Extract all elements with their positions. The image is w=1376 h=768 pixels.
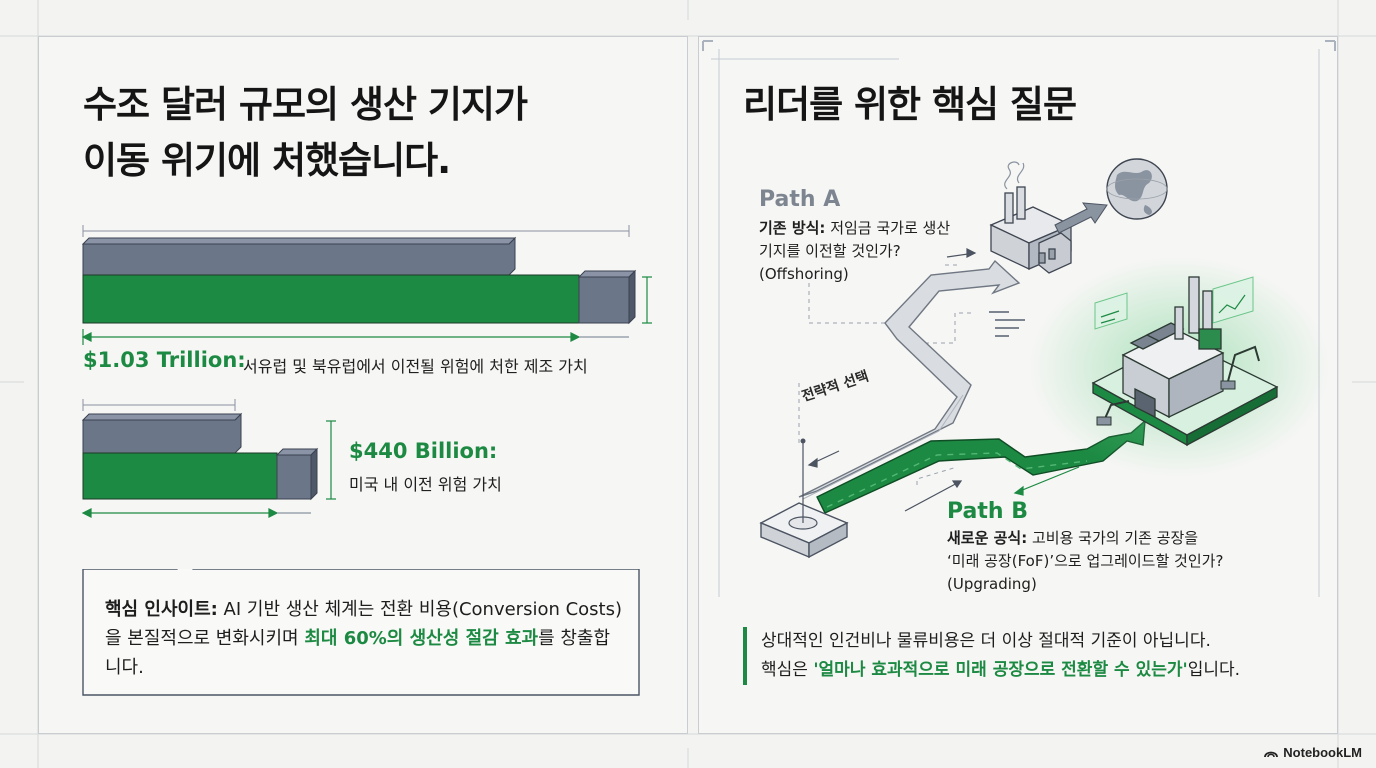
stat2-value: $440 Billion: (349, 439, 498, 463)
path-a-title: Path A (759, 187, 841, 212)
conclusion-highlight: '얼마나 효과적으로 미래 공장으로 전환할 수 있는가' (813, 660, 1188, 680)
conclusion-callout: 상대적인 인건비나 물류비용은 더 이상 절대적 기준이 아닙니다. 핵심은 '… (743, 627, 1323, 685)
path-a-line2: 기지를 이전할 것인가? (759, 242, 901, 260)
insight-tail: 를 창출합니다. (105, 628, 611, 678)
brand-name: NotebookLM (1283, 745, 1362, 760)
stat1-description: 서유럽 및 북유럽에서 이전될 위험에 처한 제조 가치 (243, 357, 588, 376)
path-b-title: Path B (947, 499, 1028, 524)
trillion-bar-graphic (81, 225, 652, 345)
insight-text: 핵심 인사이트: AI 기반 생산 체계는 전환 비용(Conversion C… (105, 595, 625, 682)
right-panel: 리더를 위한 핵심 질문 (698, 36, 1338, 734)
path-a-line3: (Offshoring) (759, 265, 849, 283)
left-title-line1: 수조 달러 규모의 생산 기지가 (83, 83, 528, 126)
path-a-text: 기존 방식: 저임금 국가로 생산 기지를 이전할 것인가? (Offshori… (759, 217, 950, 286)
conclusion-line2-start: 핵심은 (761, 660, 814, 680)
insight-callout-frame (82, 569, 640, 696)
conclusion-line1: 상대적인 인건비나 물류비용은 더 이상 절대적 기준이 아닙니다. (761, 631, 1211, 651)
insight-label: 핵심 인사이트: (105, 599, 218, 620)
notebooklm-logo-icon (1264, 751, 1279, 757)
path-b-line3: (Upgrading) (947, 575, 1037, 593)
strategy-path-diagram (702, 40, 1336, 597)
path-b-line2: ‘미래 공장(FoF)’으로 업그레이드할 것인가? (947, 552, 1224, 570)
path-b-text: 새로운 공식: 고비용 국가의 기존 공장을 ‘미래 공장(FoF)’으로 업그… (947, 527, 1223, 596)
stat2-description: 미국 내 이전 위험 가치 (349, 475, 502, 494)
smart-factory-icon (1091, 276, 1279, 447)
left-title: 수조 달러 규모의 생산 기지가 이동 위기에 처했습니다. (83, 77, 643, 189)
billion-bar-graphic (81, 399, 336, 518)
path-a-line1: 저임금 국가로 생산 (825, 219, 951, 237)
path-b-line1: 고비용 국가의 기존 공장을 (1027, 529, 1199, 547)
notebooklm-brand: NotebookLM (1264, 745, 1362, 760)
insight-body: AI 기반 생산 체계는 전환 비용(Conversion Costs)을 본질… (105, 599, 623, 649)
stat1-value: $1.03 Trillion: (83, 348, 246, 372)
path-b-label: 새로운 공식: (947, 529, 1028, 547)
conclusion-line2-end: 입니다. (1187, 660, 1241, 680)
insight-highlight: 최대 60%의 생산성 절감 효과 (304, 628, 539, 649)
globe-icon (1106, 158, 1168, 220)
factory-icon (989, 186, 1073, 274)
path-a-label: 기존 방식: (759, 219, 826, 237)
right-title: 리더를 위한 핵심 질문 (743, 83, 1077, 126)
left-panel: 수조 달러 규모의 생산 기지가 이동 위기에 처했습니다. (38, 36, 688, 734)
left-title-line2: 이동 위기에 처했습니다. (83, 139, 451, 182)
